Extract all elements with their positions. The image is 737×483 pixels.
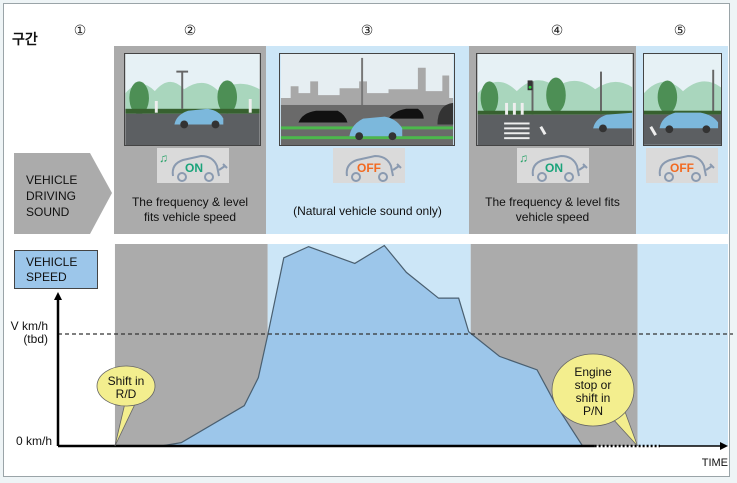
annotation-line: stop or (574, 378, 612, 392)
x-axis-label: TIME (701, 457, 728, 469)
speech-bubble-shift-rd (96, 365, 156, 407)
annotation-line: Engine (574, 365, 612, 379)
annotation-line: shift in (575, 391, 611, 405)
caption-line: fits vehicle speed (143, 210, 237, 224)
speech-bubble-engine-stop (551, 353, 635, 427)
on-text: ON (545, 161, 563, 175)
sound-on-badge-4: ♫ ON (517, 148, 589, 183)
sound-row-label-line: DRIVING (26, 189, 77, 203)
segment-number-5: ⑤ (673, 22, 687, 38)
annotation-line: Shift in (107, 374, 145, 388)
y-tick-label-v: V km/h (tbd) (4, 320, 48, 346)
y-tick-label-line: 0 km/h (15, 434, 52, 448)
chart-zone-blue (637, 244, 728, 446)
off-text: OFF (670, 161, 694, 175)
sound-on-icon: ♫ ON (519, 151, 588, 182)
annotation-shift-rd: Shift in R/D (98, 375, 154, 401)
x-axis-arrow-icon (720, 442, 728, 450)
caption-line: The frequency & level (131, 195, 249, 209)
speed-row-label: VEHICLE SPEED (14, 250, 98, 289)
sound-row-label-line: VEHICLE (26, 173, 78, 187)
annotation-engine-stop: Engine stop or shift in P/N (553, 366, 633, 418)
scene-photo-2 (124, 53, 261, 146)
sound-off-badge-5: OFF (646, 148, 718, 183)
on-text: ON (185, 161, 203, 175)
sound-off-icon: OFF (658, 154, 715, 182)
svg-text:♫: ♫ (159, 151, 168, 165)
caption-3: (Natural vehicle sound only) (270, 204, 465, 219)
y-tick-label-0: 0 km/h (4, 435, 52, 448)
segment-number-3: ③ (360, 22, 374, 38)
annotation-line: P/N (582, 404, 603, 418)
speed-row-label-line: VEHICLE (26, 255, 78, 269)
section-label: 구간 (12, 31, 38, 47)
segment-number-4: ④ (550, 22, 564, 38)
caption-line: The frequency & level fits (485, 195, 620, 209)
sound-off-badge-3: OFF (333, 148, 405, 183)
speed-row-label-line: SPEED (26, 270, 67, 284)
scene-photo-4 (476, 53, 634, 146)
y-axis-arrow-icon (54, 292, 62, 300)
sound-on-icon: ♫ ON (159, 151, 228, 182)
y-tick-label-line: (tbd) (23, 332, 48, 346)
sound-row-label-line: SOUND (26, 205, 70, 219)
speed-area (114, 244, 584, 447)
scene-photo-5 (643, 53, 722, 146)
caption-line: vehicle speed (515, 210, 590, 224)
y-tick-label-line: V km/h (10, 319, 48, 333)
sound-row-arrow (14, 153, 112, 234)
caption-line: (Natural vehicle sound only) (293, 204, 442, 218)
svg-text:♫: ♫ (519, 151, 528, 165)
annotation-line: R/D (115, 387, 137, 401)
sound-on-badge-2: ♫ ON (157, 148, 229, 183)
segment-number-2: ② (183, 22, 197, 38)
sound-row-label: VEHICLE DRIVING SOUND (26, 172, 77, 220)
sound-off-icon: OFF (345, 154, 402, 182)
off-text: OFF (357, 161, 381, 175)
caption-4: The frequency & level fits vehicle speed (471, 195, 634, 225)
segment-number-1: ① (73, 22, 87, 38)
scene-photo-3 (279, 53, 455, 146)
caption-2: The frequency & level fits vehicle speed (118, 195, 262, 225)
